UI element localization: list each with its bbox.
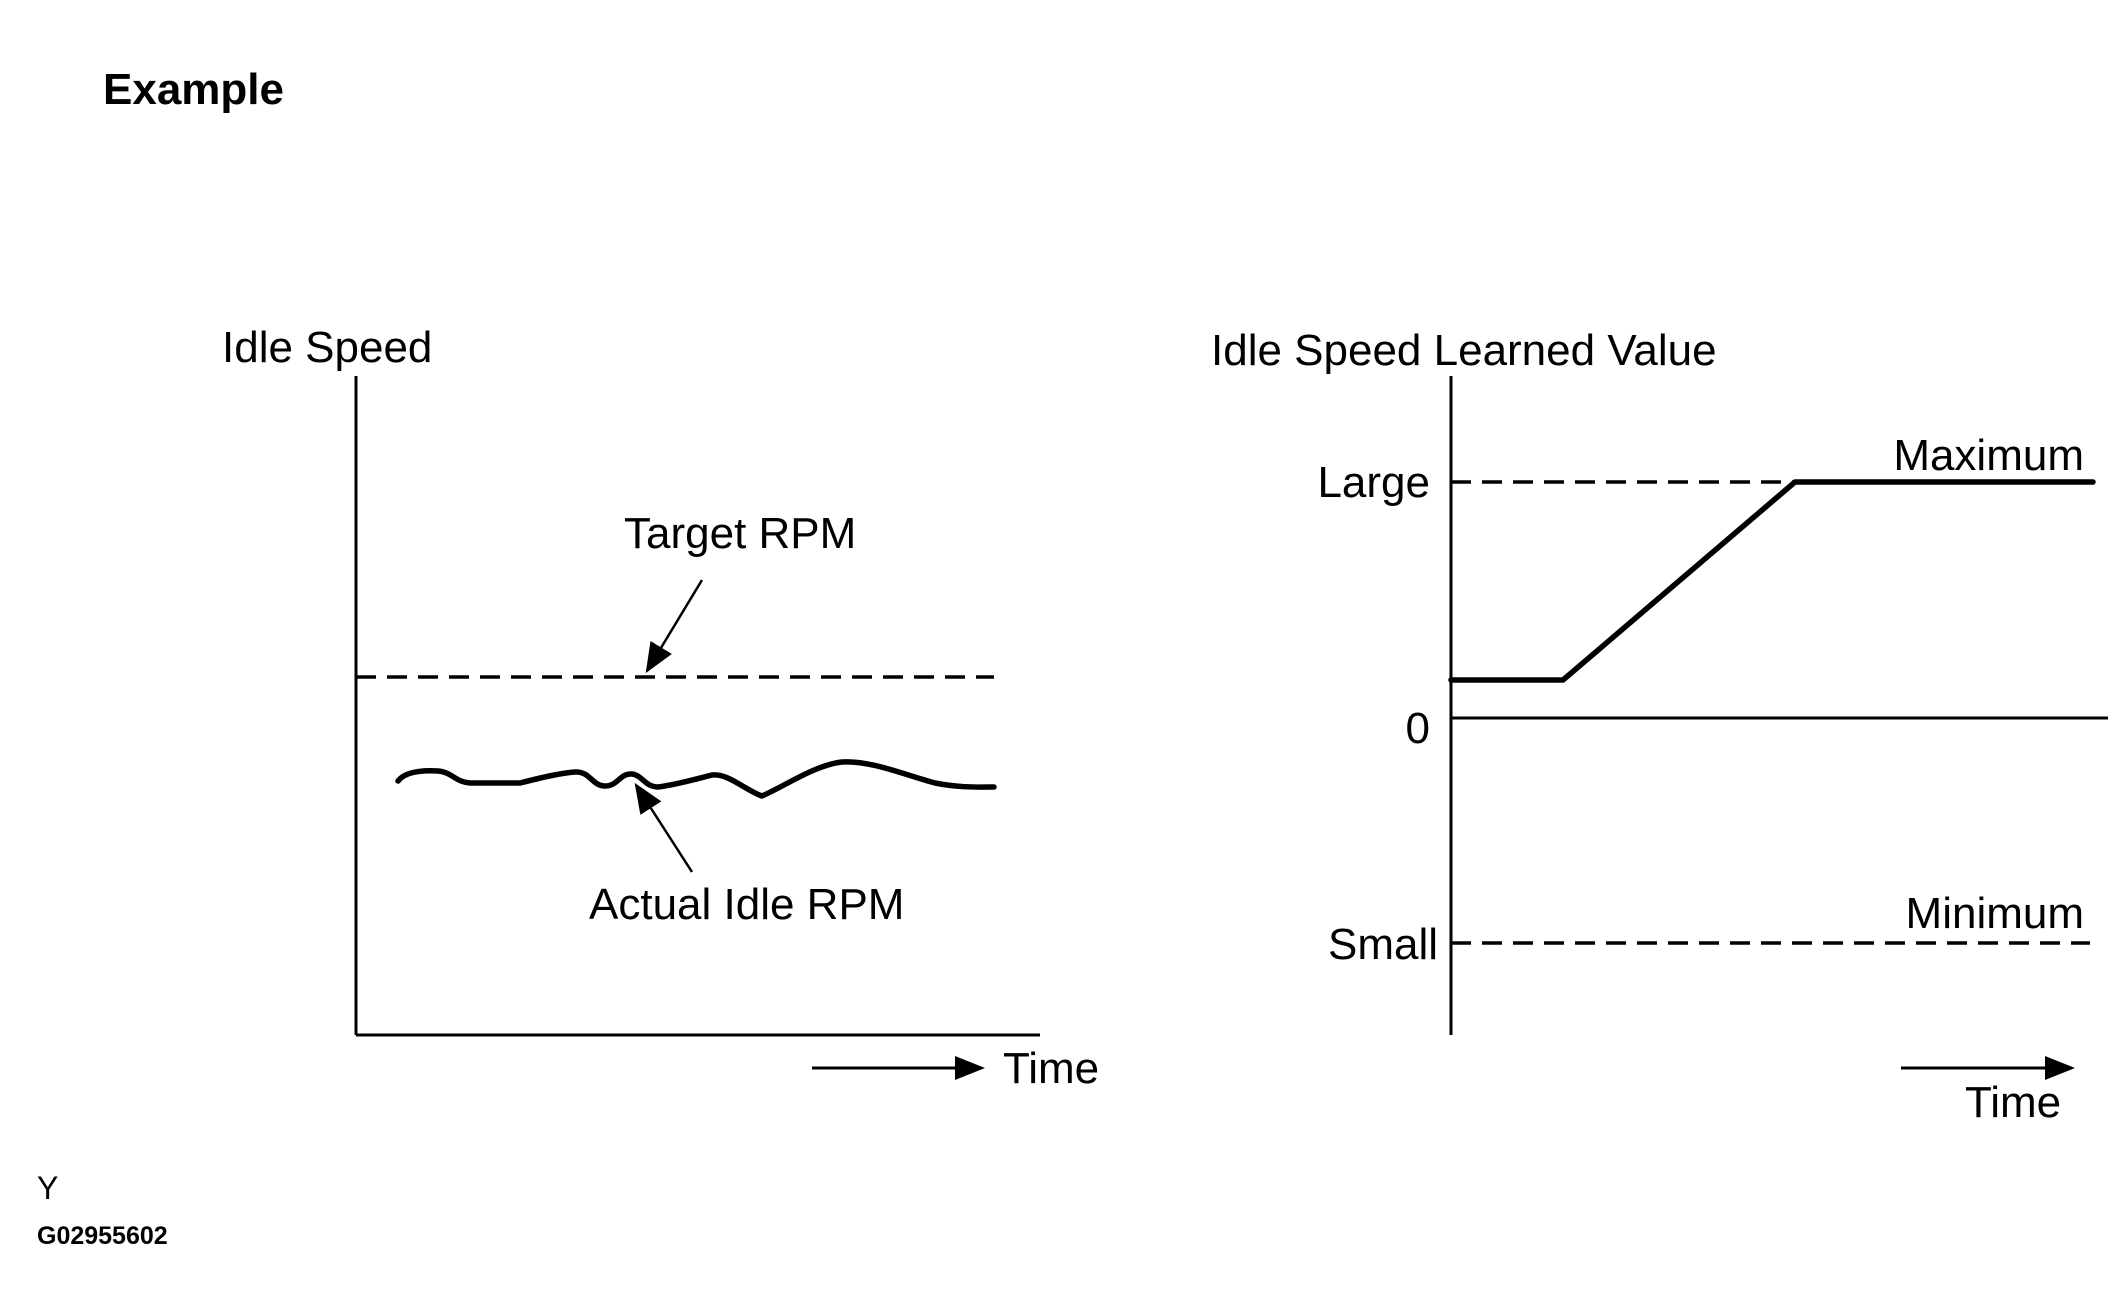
target-rpm-leader-arrow bbox=[645, 579, 704, 674]
left-chart: Idle Speed Target RPM Actual Idle RPM Ti… bbox=[222, 323, 1099, 1093]
learned-value-curve bbox=[1448, 479, 2096, 683]
maximum-label: Maximum bbox=[1893, 431, 2084, 480]
tick-small: Small bbox=[1328, 920, 1438, 969]
actual-idle-rpm-leader-arrow bbox=[634, 782, 694, 873]
left-y-axis-label: Idle Speed bbox=[222, 323, 432, 372]
actual-idle-rpm-label: Actual Idle RPM bbox=[589, 880, 904, 929]
actual-idle-rpm-curve bbox=[395, 759, 997, 799]
left-x-axis-label: Time bbox=[1003, 1044, 1099, 1093]
tick-zero: 0 bbox=[1406, 704, 1430, 753]
right-y-axis-label: Idle Speed Learned Value bbox=[1211, 326, 1717, 375]
target-rpm-label: Target RPM bbox=[624, 509, 856, 558]
heading: Example bbox=[103, 65, 284, 114]
code-letter: Y bbox=[37, 1170, 58, 1206]
minimum-label: Minimum bbox=[1906, 889, 2084, 938]
right-x-axis-label: Time bbox=[1965, 1078, 2061, 1127]
right-chart: Idle Speed Learned Value Large 0 Small M… bbox=[1211, 326, 2108, 1127]
figure-id: G02955602 bbox=[37, 1222, 168, 1250]
tick-large: Large bbox=[1317, 458, 1430, 507]
